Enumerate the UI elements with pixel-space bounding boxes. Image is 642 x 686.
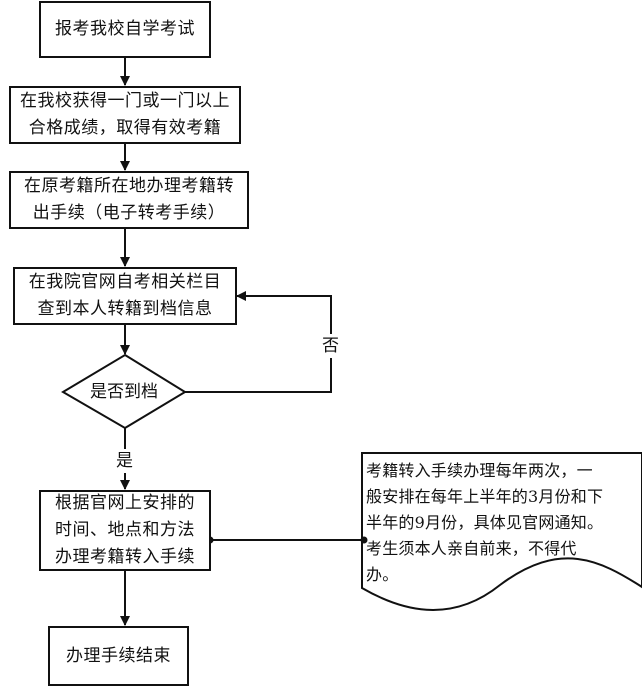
step5-box: 根据官网上安排的 时间、地点和方法 办理考籍转入手续: [39, 490, 211, 571]
edge-label-yes: 是: [116, 449, 133, 473]
note-line: 办。: [366, 565, 399, 584]
step4-box: 在我院官网自考相关栏目 查到本人转籍到档信息: [13, 267, 237, 325]
step3-box: 在原考籍所在地办理考籍转 出手续（电子转考手续）: [9, 171, 249, 229]
step2-line2: 合格成绩，取得有效考籍: [28, 118, 222, 138]
step2-box: 在我校获得一门或一门以上 合格成绩，取得有效考籍: [9, 86, 241, 144]
decision-label: 是否到档: [90, 382, 158, 402]
note-shape: [361, 452, 642, 611]
step5-line1: 根据官网上安排的: [55, 493, 195, 513]
connector-dot-right: [360, 536, 368, 544]
step5-line2: 时间、地点和方法: [55, 520, 195, 540]
note-line: 考籍转入手续办理每年两次，一: [366, 461, 593, 480]
step4-line2: 查到本人转籍到档信息: [37, 299, 213, 319]
note-line: 般安排在每年上半年的3月份和下: [366, 487, 604, 506]
note-line: 半年的9月份，具体见官网通知。: [366, 513, 604, 532]
step1-box: 报考我校自学考试: [39, 1, 211, 58]
step5-line3: 办理考籍转入手续: [55, 547, 195, 567]
end-label: 办理手续结束: [66, 645, 171, 666]
step2-line1: 在我校获得一门或一门以上: [20, 91, 230, 111]
edge-label-no: 否: [322, 334, 339, 358]
note-text: 考籍转入手续办理每年两次，一 般安排在每年上半年的3月份和下 半年的9月份，具体…: [366, 458, 642, 588]
end-box: 办理手续结束: [48, 626, 189, 686]
step3-line1: 在原考籍所在地办理考籍转: [24, 176, 234, 196]
step4-line1: 在我院官网自考相关栏目: [28, 272, 222, 292]
step3-line2: 出手续（电子转考手续）: [32, 203, 226, 223]
note-line: 考生须本人亲自前来，不得代: [366, 539, 577, 558]
step1-label: 报考我校自学考试: [55, 19, 195, 39]
